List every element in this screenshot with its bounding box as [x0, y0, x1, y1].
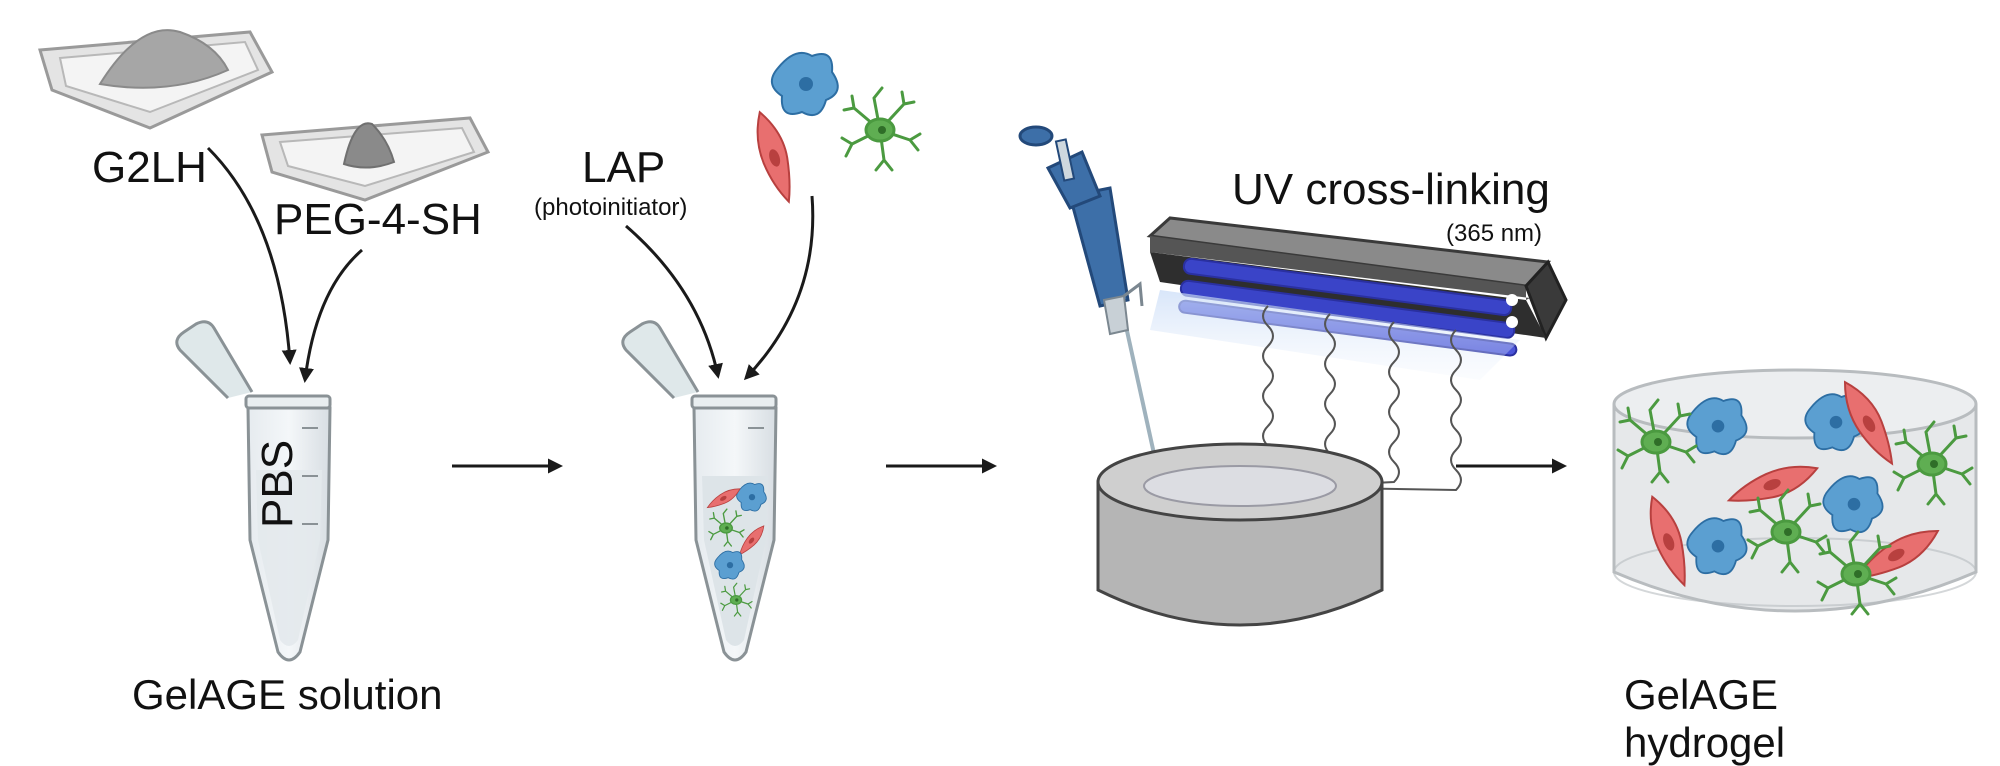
- pipette-icon: [1018, 125, 1160, 482]
- label-g2lh: G2LH: [92, 143, 207, 192]
- weigh-boat-g2lh: [38, 29, 275, 130]
- label-photoinitiator: (photoinitiator): [534, 194, 688, 221]
- arrow-lap-to-tube: [625, 224, 723, 379]
- label-lap: LAP: [582, 143, 666, 192]
- arrow-g2lh-to-tube: [206, 146, 297, 365]
- tube-with-cells: [621, 320, 778, 662]
- weigh-boat-peg: [260, 116, 491, 202]
- green-cell-icon: [840, 86, 922, 172]
- red-cell-icon: [747, 107, 803, 207]
- arrow-peg-to-tube: [299, 248, 363, 383]
- hydrogel-disc-icon: [1612, 368, 1978, 613]
- label-peg-4-sh: PEG-4-SH: [274, 195, 482, 244]
- caption-gelage-solution: GelAGE solution: [132, 671, 443, 718]
- label-pbs: PBS: [253, 439, 302, 528]
- tube-pbs: [175, 320, 332, 662]
- blue-cell-icon: [770, 51, 839, 117]
- caption-gelage-hydrogel-line2: hydrogel: [1624, 719, 1786, 766]
- label-uv-wavelength: (365 nm): [1446, 220, 1543, 247]
- label-uv-cross-linking: UV cross-linking: [1232, 165, 1550, 214]
- uv-glow: [1150, 290, 1520, 380]
- uv-wave-rays: [1139, 305, 1462, 492]
- hydrogel-mold-icon: [1096, 442, 1384, 627]
- arrow-cells-to-tube: [743, 195, 815, 381]
- caption-gelage-hydrogel-line1: GelAGE: [1624, 671, 1779, 718]
